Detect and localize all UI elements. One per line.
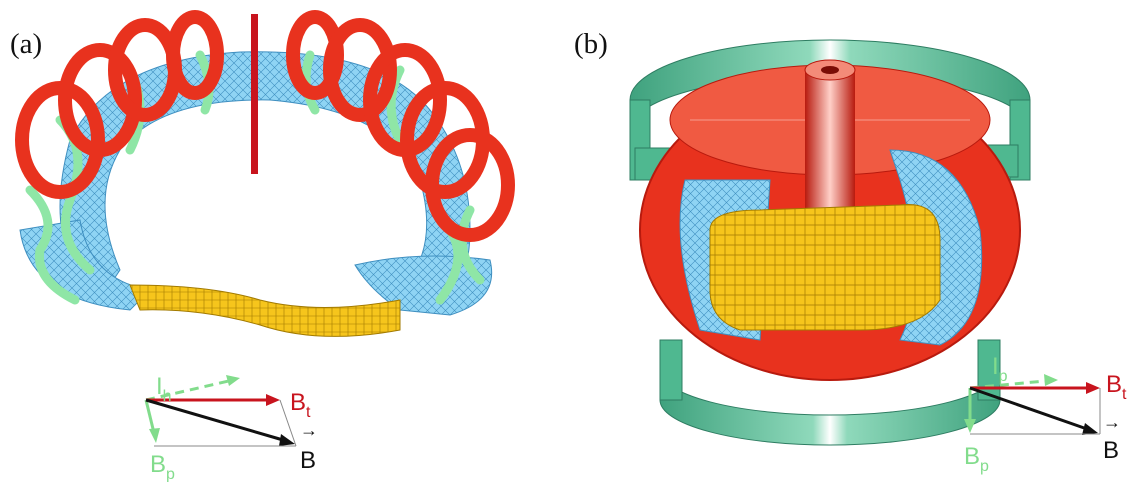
total-field-label: B bbox=[1103, 437, 1119, 464]
field-vector-diagram: Ip Bt Bp → B bbox=[964, 353, 1127, 475]
panel-b-label: (b) bbox=[574, 28, 608, 60]
toroidal-field-label: Bt bbox=[290, 389, 311, 421]
plasma-flux-surface bbox=[709, 203, 941, 331]
center-coil-edge bbox=[251, 14, 258, 174]
current-label: Ip bbox=[992, 353, 1008, 385]
total-field-label: B bbox=[300, 447, 316, 474]
poloidal-field-label: Bp bbox=[150, 451, 175, 482]
total-field-arrow-accent: → bbox=[300, 420, 318, 440]
total-field-vector bbox=[145, 398, 284, 442]
panel-a-stellarator: (a) bbox=[0, 0, 560, 482]
toroidal-field-label: Bt bbox=[1106, 371, 1127, 403]
panel-a-label: (a) bbox=[10, 28, 43, 60]
tokamak-diagram: Ip Bt Bp → B bbox=[629, 39, 1127, 475]
field-vector-diagram: Ih Bt Bp → B bbox=[144, 373, 318, 482]
poloidal-field-label: Bp bbox=[964, 443, 989, 475]
plasma-flux-surface bbox=[129, 284, 401, 337]
stellarator-diagram: Ih Bt Bp → B bbox=[15, 10, 515, 482]
current-label: Ih bbox=[156, 373, 172, 405]
panel-b-tokamak: (b) bbox=[560, 0, 1129, 482]
current-vector bbox=[969, 379, 1046, 390]
total-field-arrow-accent: → bbox=[1103, 412, 1121, 432]
vector-construction-line bbox=[279, 399, 297, 447]
poloidal-field-vector bbox=[144, 399, 156, 434]
toroidal-coils bbox=[15, 10, 515, 242]
total-field-vector bbox=[969, 386, 1088, 431]
